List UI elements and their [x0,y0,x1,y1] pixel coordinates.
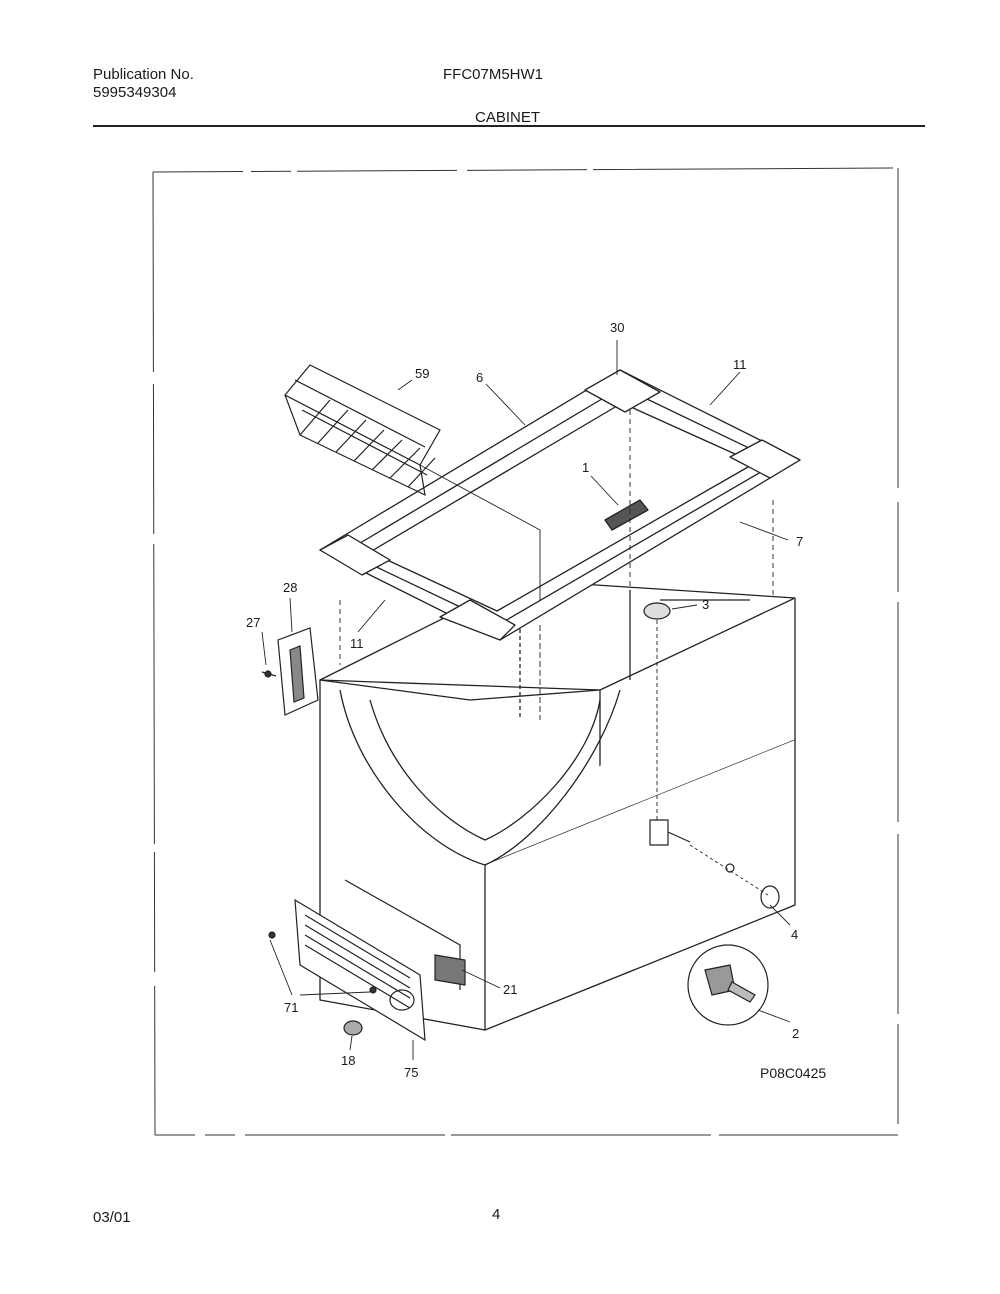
callout-71: 71 [284,1000,298,1015]
callout-75: 75 [404,1065,418,1080]
page-number: 4 [492,1206,501,1223]
publication-number: 5995349304 [93,84,177,101]
drain-detail-inset [687,944,769,1026]
callout-59: 59 [415,366,429,381]
callout-1: 1 [582,460,589,475]
callout-leaders [261,340,791,1060]
hinge-assembly [261,627,319,716]
figure-code: P08C0425 [760,1065,826,1081]
callout-11-top: 11 [733,357,747,372]
model-number: FFC07M5HW1 [443,66,544,83]
wire-basket [284,364,441,497]
callout-11-bottom: 11 [350,636,364,651]
callout-28: 28 [283,580,297,595]
callout-21: 21 [503,982,517,997]
callout-3: 3 [702,597,709,612]
callout-2: 2 [792,1026,799,1041]
callout-18: 18 [341,1053,355,1068]
footer-date: 03/01 [93,1209,131,1226]
lid-gasket-frame [319,369,801,641]
section-title: CABINET [475,109,541,126]
callout-30: 30 [610,320,624,335]
header-rule [93,125,925,127]
callout-4: 4 [791,927,798,942]
drain-fitting [643,602,780,909]
publication-label: Publication No. [93,66,194,83]
callout-27: 27 [246,615,260,630]
front-grille [268,879,466,1042]
cabinet-body [319,579,796,1031]
callout-7: 7 [796,534,803,549]
callout-6: 6 [476,370,483,385]
diagram-frame [152,167,899,1136]
